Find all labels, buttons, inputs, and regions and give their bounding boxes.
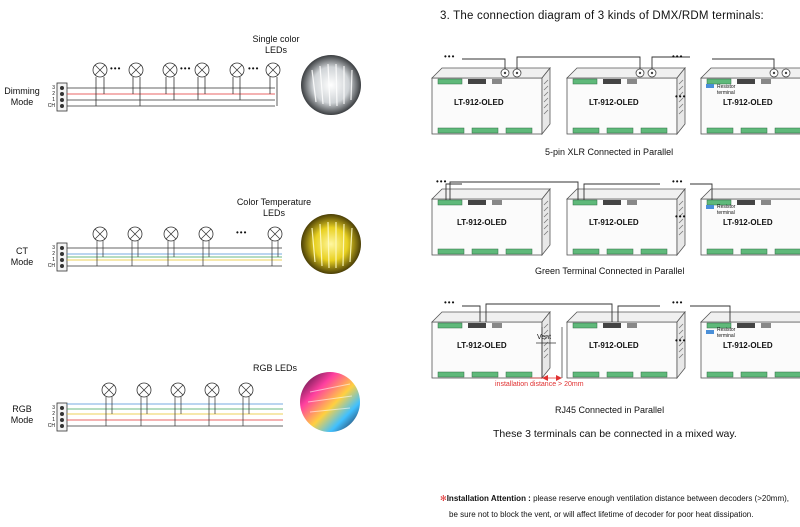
resistor-label-line2: terminal — [717, 333, 735, 339]
rgb-mode-label-line2: Mode — [10, 415, 34, 425]
device-label: LT-912-OLED — [723, 98, 773, 107]
single-color-led-label-line2: LEDs — [264, 45, 287, 55]
ct-pin-labels: 3 2 1 CH — [47, 245, 55, 269]
dimming-pin-labels: 3 2 1 CH — [47, 85, 55, 109]
rgb-mode-diagram — [56, 372, 360, 432]
pin-label: 1 — [52, 257, 55, 263]
dimming-mode-label-line1: Dimming — [4, 86, 40, 96]
mixed-connection-note: These 3 terminals can be connected in a … — [493, 428, 737, 440]
resistor-terminal-label: Resistor terminal — [717, 84, 735, 96]
resistor-terminal-label: Resistor terminal — [717, 327, 735, 339]
ellipsis: ••• — [675, 92, 687, 101]
ellipsis: ••• — [672, 177, 684, 186]
ellipsis: ••• — [236, 228, 248, 237]
color-temperature-led-label-line1: Color Temperature — [236, 197, 312, 207]
rgb-led-photo — [300, 372, 360, 432]
device-label: LT-912-OLED — [589, 341, 639, 350]
single-color-led-label: Single color LEDs — [248, 34, 304, 56]
pin-label: 1 — [52, 97, 55, 103]
ellipsis: ••• — [436, 177, 448, 186]
terminal-diagram-heading: 3. The connection diagram of 3 kinds of … — [440, 10, 764, 22]
green-terminal-parallel-diagram — [431, 181, 800, 256]
installation-attention-line1: ✻Installation Attention : please reserve… — [440, 494, 789, 503]
ct-mode-diagram — [56, 214, 361, 274]
pin-label: 3 — [52, 405, 55, 411]
color-temperature-led-label-line2: LEDs — [262, 208, 285, 218]
dimming-mode-label-line2: Mode — [10, 97, 34, 107]
dimming-mode-label: Dimming Mode — [2, 86, 42, 108]
asterisk-icon: ✻ — [440, 494, 447, 503]
ellipsis: ••• — [444, 298, 456, 307]
pin-label: 1 — [52, 417, 55, 423]
rgb-pin-labels: 3 2 1 CH — [47, 405, 55, 429]
resistor-label-line1: Resistor — [717, 204, 736, 210]
ellipsis: ••• — [672, 52, 684, 61]
rj45-caption: RJ45 Connected in Parallel — [555, 405, 665, 415]
rgb-mode-label-line1: RGB — [12, 404, 32, 414]
rgb-led-label: RGB LEDs — [253, 363, 298, 373]
pin-label: CH — [47, 423, 55, 429]
pin-label: 3 — [52, 245, 55, 251]
pin-label: 2 — [52, 411, 55, 417]
device-label: LT-912-OLED — [723, 218, 773, 227]
device-label: LT-912-OLED — [589, 98, 639, 107]
rgb-mode-label: RGB Mode — [2, 404, 42, 426]
resistor-label-line1: Resistor — [717, 84, 736, 90]
ct-mode-label: CT Mode — [2, 246, 42, 268]
ct-mode-label-line1: CT — [16, 246, 28, 256]
device-label: LT-912-OLED — [723, 341, 773, 350]
single-color-led-label-line1: Single color — [252, 34, 300, 44]
attention-text-line1: please reserve enough ventilation distan… — [530, 494, 789, 503]
vent-label: Vent — [537, 334, 552, 341]
ellipsis: ••• — [675, 212, 687, 221]
ellipsis: ••• — [248, 64, 260, 73]
pin-label: CH — [47, 263, 55, 269]
device-label: LT-912-OLED — [454, 98, 504, 107]
device-label: LT-912-OLED — [457, 218, 507, 227]
ellipsis: ••• — [110, 64, 122, 73]
ellipsis: ••• — [444, 52, 456, 61]
ct-mode-label-line2: Mode — [10, 257, 34, 267]
pin-label: 2 — [52, 251, 55, 257]
color-temperature-led-label: Color Temperature LEDs — [232, 197, 316, 219]
pin-label: 3 — [52, 85, 55, 91]
rj45-parallel-diagram — [431, 303, 800, 381]
green-terminal-caption: Green Terminal Connected in Parallel — [535, 266, 685, 276]
pin-label: 2 — [52, 91, 55, 97]
attention-title: Installation Attention : — [446, 494, 531, 503]
color-temperature-led-photo — [301, 214, 361, 274]
pin-label: CH — [47, 103, 55, 109]
resistor-label-line1: Resistor — [717, 327, 736, 333]
installation-attention-line2: be sure not to block the vent, or will a… — [449, 510, 754, 519]
device-label: LT-912-OLED — [589, 218, 639, 227]
xlr-caption: 5-pin XLR Connected in Parallel — [545, 147, 674, 157]
installation-distance-label: installation distance > 20mm — [495, 381, 584, 388]
ellipsis: ••• — [180, 64, 192, 73]
device-label: LT-912-OLED — [457, 341, 507, 350]
dimming-mode-diagram — [56, 55, 361, 115]
resistor-terminal-label: Resistor terminal — [717, 204, 735, 216]
resistor-label-line2: terminal — [717, 90, 735, 96]
ellipsis: ••• — [675, 336, 687, 345]
ellipsis: ••• — [672, 298, 684, 307]
resistor-label-line2: terminal — [717, 210, 735, 216]
xlr-parallel-diagram — [431, 56, 800, 135]
